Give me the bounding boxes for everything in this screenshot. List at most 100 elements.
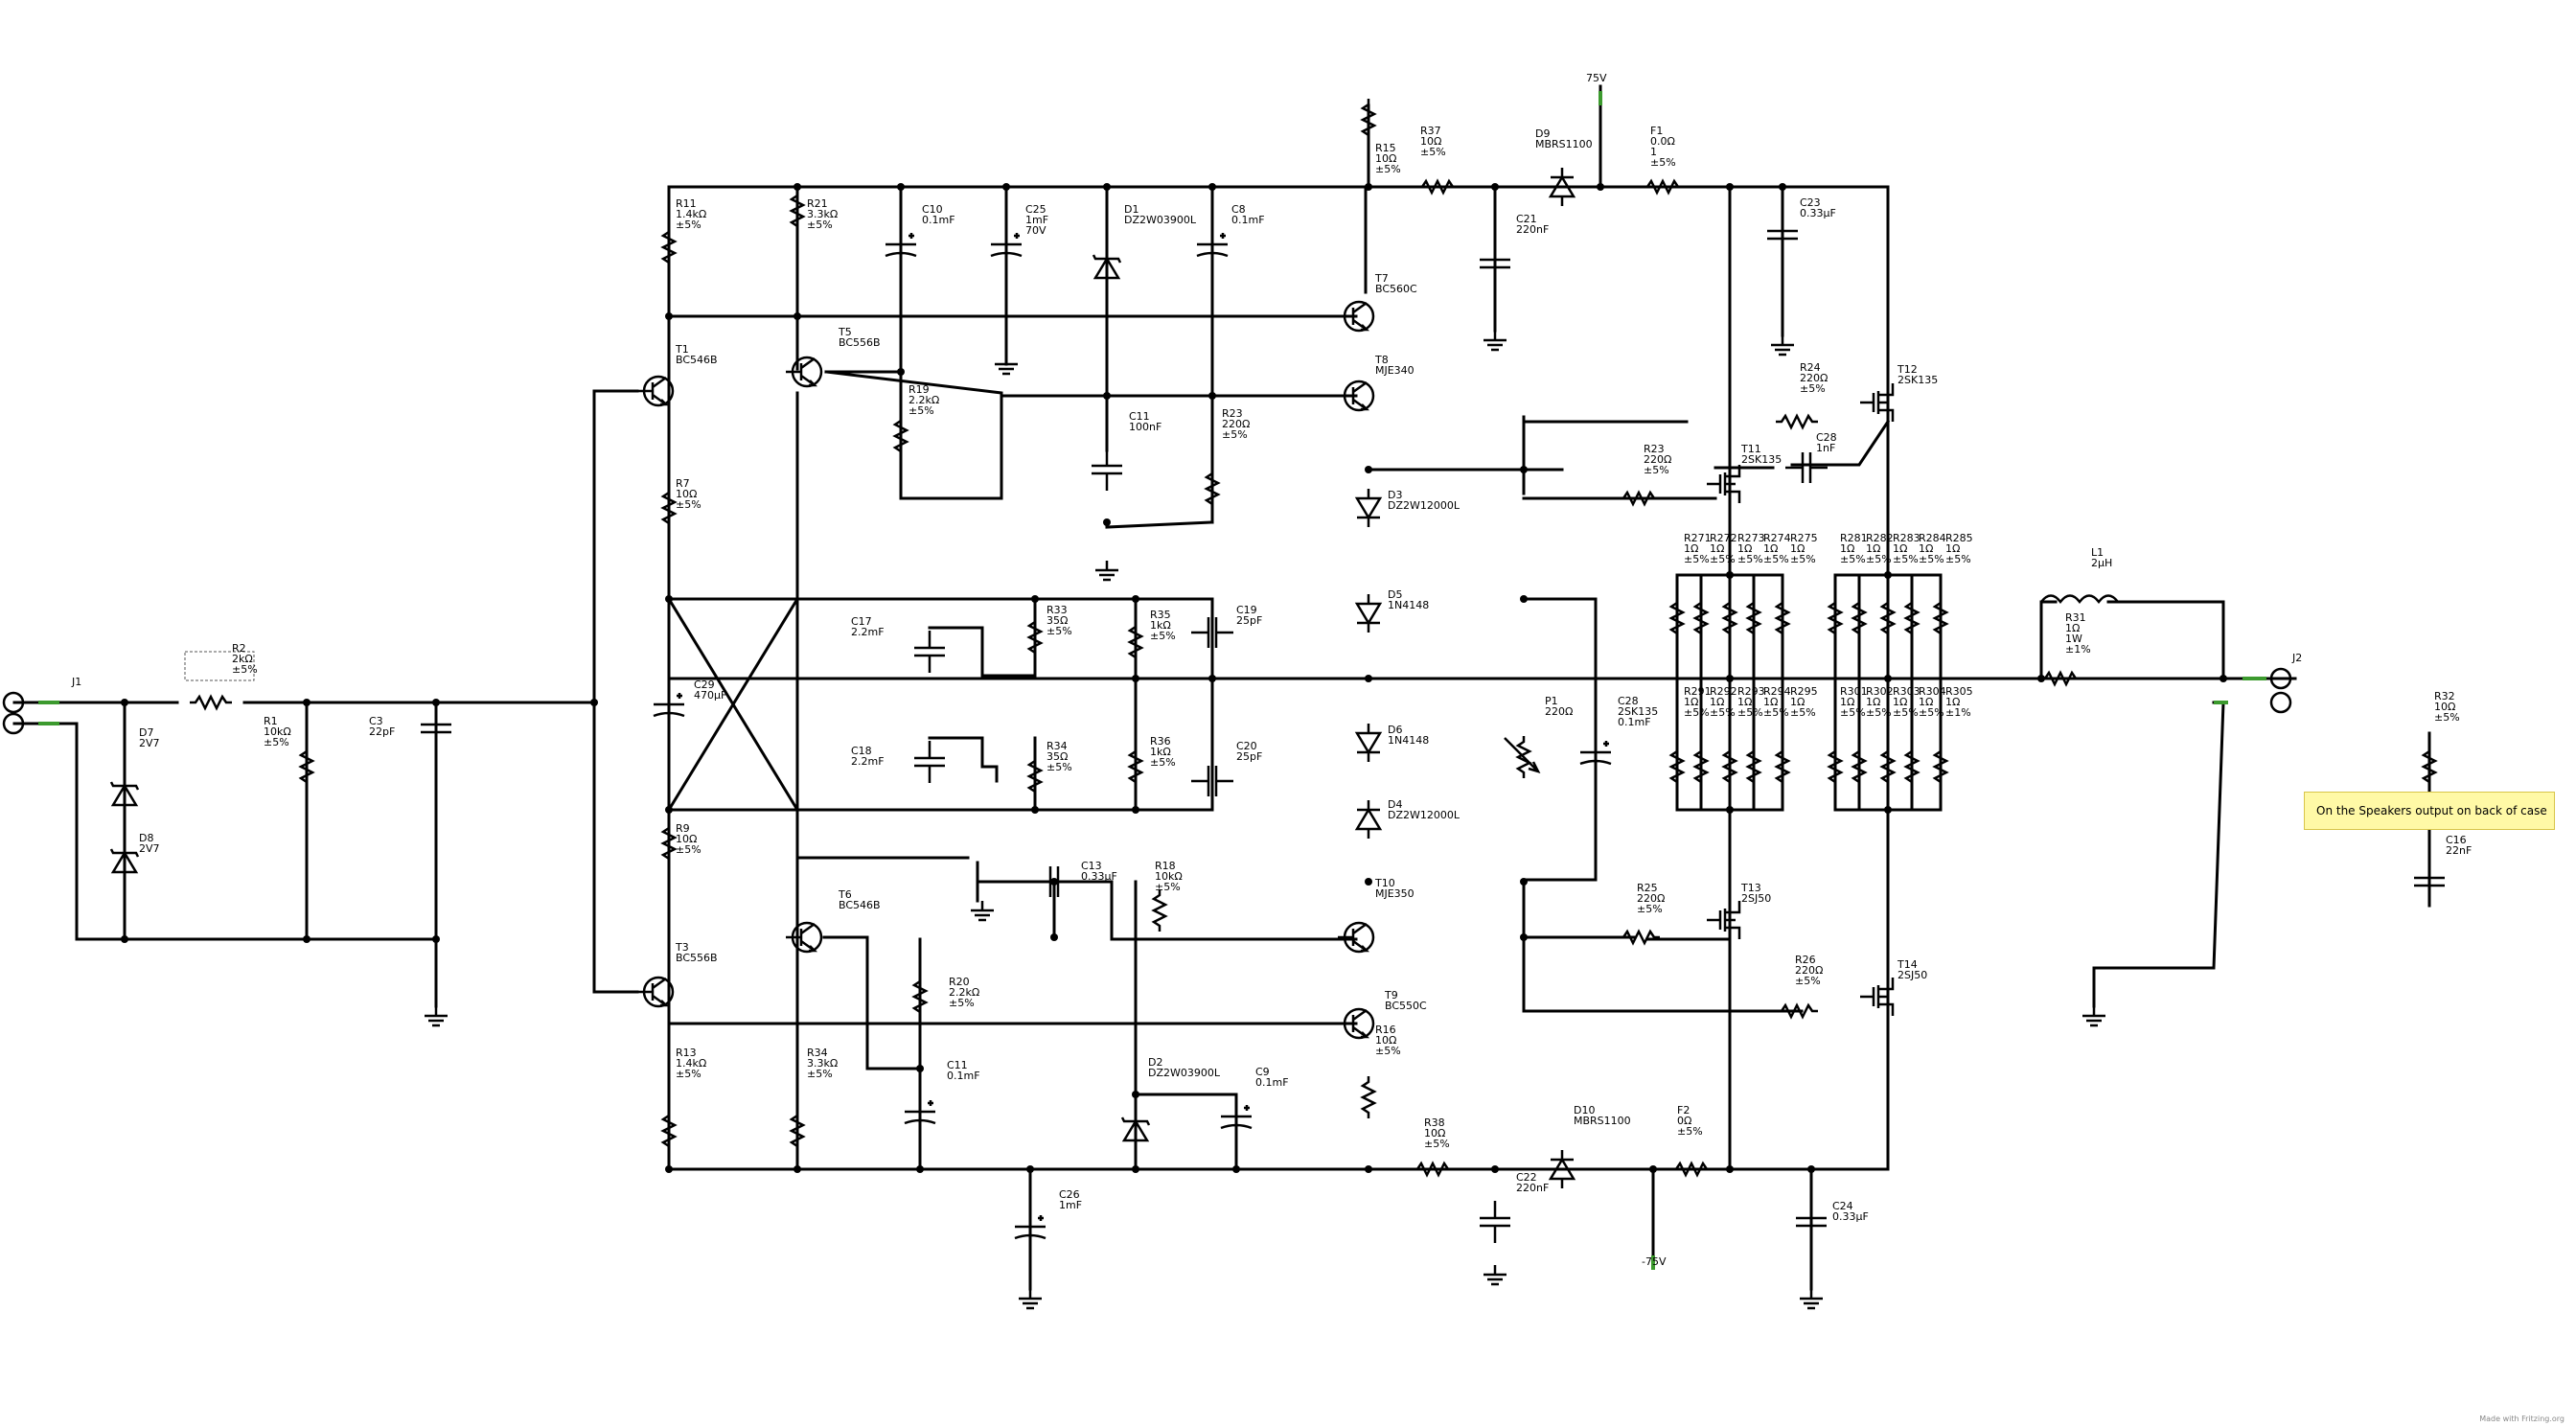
component-label-line: 22pF xyxy=(369,725,395,738)
component-label-line: ±5% xyxy=(676,219,702,231)
component-label-line: D7 xyxy=(139,726,153,739)
component-label-line: ±5% xyxy=(1800,382,1826,395)
component-label-line: R272 xyxy=(1710,532,1737,544)
label-v75: 75V xyxy=(1586,72,1607,84)
component-label-line: ±5% xyxy=(1710,706,1736,719)
component-label-line: ±5% xyxy=(1840,553,1866,565)
component-label-line: 2SJ50 xyxy=(1898,969,1927,981)
label-vm75: -75V xyxy=(1642,1255,1667,1268)
component-label-line: ±5% xyxy=(1150,630,1176,642)
component-label-line: 0.33µF xyxy=(1081,870,1117,883)
component-label-line: -75V xyxy=(1642,1255,1667,1268)
component-label-line: R15 xyxy=(1375,142,1396,154)
component-label-line: C24 xyxy=(1832,1200,1853,1212)
component-label-line: 1Ω xyxy=(1710,542,1724,555)
component-label-line: C25 xyxy=(1025,203,1046,216)
component-label-line: 2.2kΩ xyxy=(949,986,979,999)
component-label-line: MJE350 xyxy=(1375,887,1414,900)
component-label-line: C10 xyxy=(922,203,943,216)
component-label-line: MBRS1100 xyxy=(1535,138,1593,150)
component-label-line: R21 xyxy=(807,197,828,210)
component-label-line: R302 xyxy=(1866,685,1894,698)
component-label-line: T7 xyxy=(1374,272,1389,285)
label-c9: C90.1mF xyxy=(1255,1066,1289,1089)
component-label-line: R1 xyxy=(264,715,278,727)
component-labels: J1J2R22kΩ±5%R110kΩ±5%C322pFD72V7D82V7R11… xyxy=(71,72,2472,1268)
component-label-line: ±5% xyxy=(1737,553,1763,565)
component-label-line: R18 xyxy=(1155,860,1176,872)
component-label-line: 75V xyxy=(1586,72,1607,84)
component-label-line: J1 xyxy=(71,676,81,688)
component-label-line: 10kΩ xyxy=(264,725,291,738)
component-label-line: ±5% xyxy=(1222,428,1248,441)
component-label-line: ±5% xyxy=(676,498,702,511)
component-label-line: R32 xyxy=(2434,690,2455,702)
component-label-line: 0.1mF xyxy=(1255,1076,1289,1089)
component-label-line: 0.1mF xyxy=(947,1070,980,1082)
component-label-line: 1.4kΩ xyxy=(676,208,706,220)
output-jack-j2[interactable] xyxy=(2269,667,2292,714)
label-j1: J1 xyxy=(71,676,81,688)
component-label-line: R283 xyxy=(1893,532,1920,544)
component-label-line: F2 xyxy=(1677,1104,1690,1116)
component-label-line: 10Ω xyxy=(1375,152,1396,165)
component-label-line: 70V xyxy=(1025,224,1046,237)
component-label-line: R34 xyxy=(807,1047,828,1059)
component-label-line: R25 xyxy=(1637,882,1658,894)
component-label-line: R295 xyxy=(1790,685,1818,698)
junction-dots xyxy=(121,183,2227,1173)
input-jack-j1[interactable] xyxy=(2,691,25,735)
component-label-line: R284 xyxy=(1919,532,1946,544)
component-label-line: R281 xyxy=(1840,532,1868,544)
component-label-line: 0.1mF xyxy=(1231,214,1265,226)
component-label-line: R293 xyxy=(1737,685,1765,698)
component-label-line: BC556B xyxy=(676,952,718,964)
component-label-line: T6 xyxy=(838,888,852,901)
component-label-line: C29 xyxy=(694,679,715,691)
component-label-line: DZ2W03900L xyxy=(1148,1067,1221,1079)
component-label-line: 10kΩ xyxy=(1155,870,1183,883)
component-label-line: 1kΩ xyxy=(1150,746,1171,758)
component-label-line: D5 xyxy=(1388,588,1402,601)
component-label-line: T12 xyxy=(1897,363,1918,376)
component-label-line: 1mF xyxy=(1059,1199,1082,1211)
component-label-line: 25pF xyxy=(1236,750,1262,763)
component-label-line: D8 xyxy=(139,832,153,844)
component-label-line: R294 xyxy=(1763,685,1791,698)
component-label-line: BC560C xyxy=(1375,283,1417,295)
fritzing-footer: Made with Fritzing.org xyxy=(2479,1415,2564,1423)
component-label-line: ±5% xyxy=(1795,975,1821,987)
component-label-line: 2kΩ xyxy=(232,653,253,665)
component-label-line: R275 xyxy=(1790,532,1818,544)
component-label-line: ±5% xyxy=(1150,756,1176,769)
